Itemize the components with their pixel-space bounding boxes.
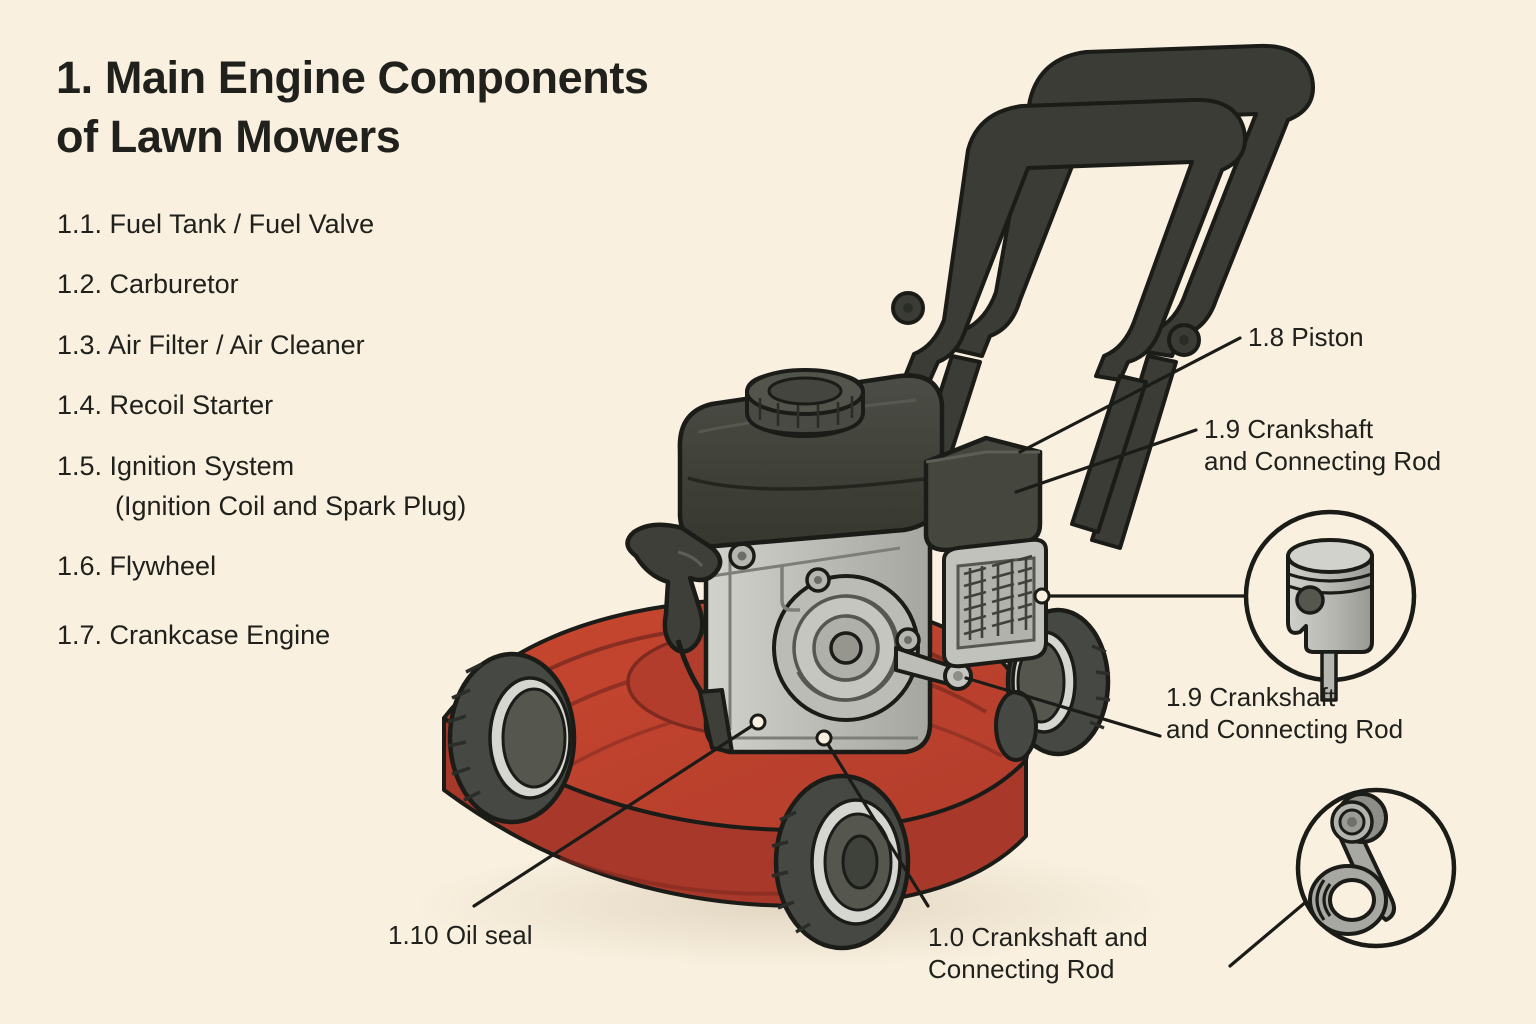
callout-label-crankshaft-top: 1.9 Crankshaft and Connecting Rod <box>1204 414 1442 476</box>
connecting-rod-inset <box>1295 787 1457 949</box>
recoil-starter-handle <box>625 522 734 754</box>
list-item-label: 1.4. Recoil Starter <box>57 390 274 421</box>
list-item-label: 1.6. Flywheel <box>57 551 217 582</box>
list-item: 1.1. Fuel Tank / Fuel Valve <box>57 208 677 240</box>
handlebar-pivot-joints <box>891 291 1201 357</box>
air-filter-box <box>923 435 1048 669</box>
callout-label-crankshaft-bottom: 1.0 Crankshaft and Connecting Rod <box>928 922 1148 984</box>
list-item: 1.6. Flywheel <box>57 550 677 582</box>
title-line-1: 1. Main Engine Components <box>56 52 649 103</box>
list-item-label: 1.2. Carburetor <box>57 269 239 300</box>
list-item: 1.5. Ignition System (Ignition Coil and … <box>57 450 677 523</box>
list-item-label: 1.1. Fuel Tank / Fuel Valve <box>57 209 375 239</box>
list-item: 1.3. Air Filter / Air Cleaner <box>57 329 677 361</box>
rear-wheel-left <box>447 651 577 825</box>
front-wheel-right <box>994 690 1038 762</box>
front-wheel-left <box>771 773 911 951</box>
callout-label-crankshaft-middle: 1.9 Crankshaft and Connecting Rod <box>1166 682 1404 744</box>
list-item-label: 1.5. Ignition System <box>57 450 295 481</box>
list-item: 1.2. Carburetor <box>57 268 677 300</box>
callout-label-piston: 1.8 Piston <box>1248 322 1364 352</box>
list-item-label: 1.3. Air Filter / Air Cleaner <box>57 329 365 360</box>
list-item-sublabel: (Ignition Coil and Spark Plug) <box>115 490 467 521</box>
leader-lines <box>472 336 1322 968</box>
crankshaft-output-shaft <box>894 646 973 691</box>
page-title: 1. Main Engine Components of Lawn Mowers <box>56 48 836 167</box>
component-list: 1.1. Fuel Tank / Fuel Valve 1.2. Carbure… <box>57 208 677 679</box>
list-item: 1.7. Crankcase Engine <box>57 619 677 651</box>
handlebar-frame <box>904 43 1315 382</box>
list-item-label: 1.7. Crankcase Engine <box>57 619 331 650</box>
title-line-2: of Lawn Mowers <box>56 111 401 163</box>
fuel-cap <box>745 368 865 438</box>
piston-inset <box>1243 509 1417 702</box>
list-item: 1.4. Recoil Starter <box>57 389 677 421</box>
callout-label-oil-seal: 1.10 Oil seal <box>388 920 533 950</box>
